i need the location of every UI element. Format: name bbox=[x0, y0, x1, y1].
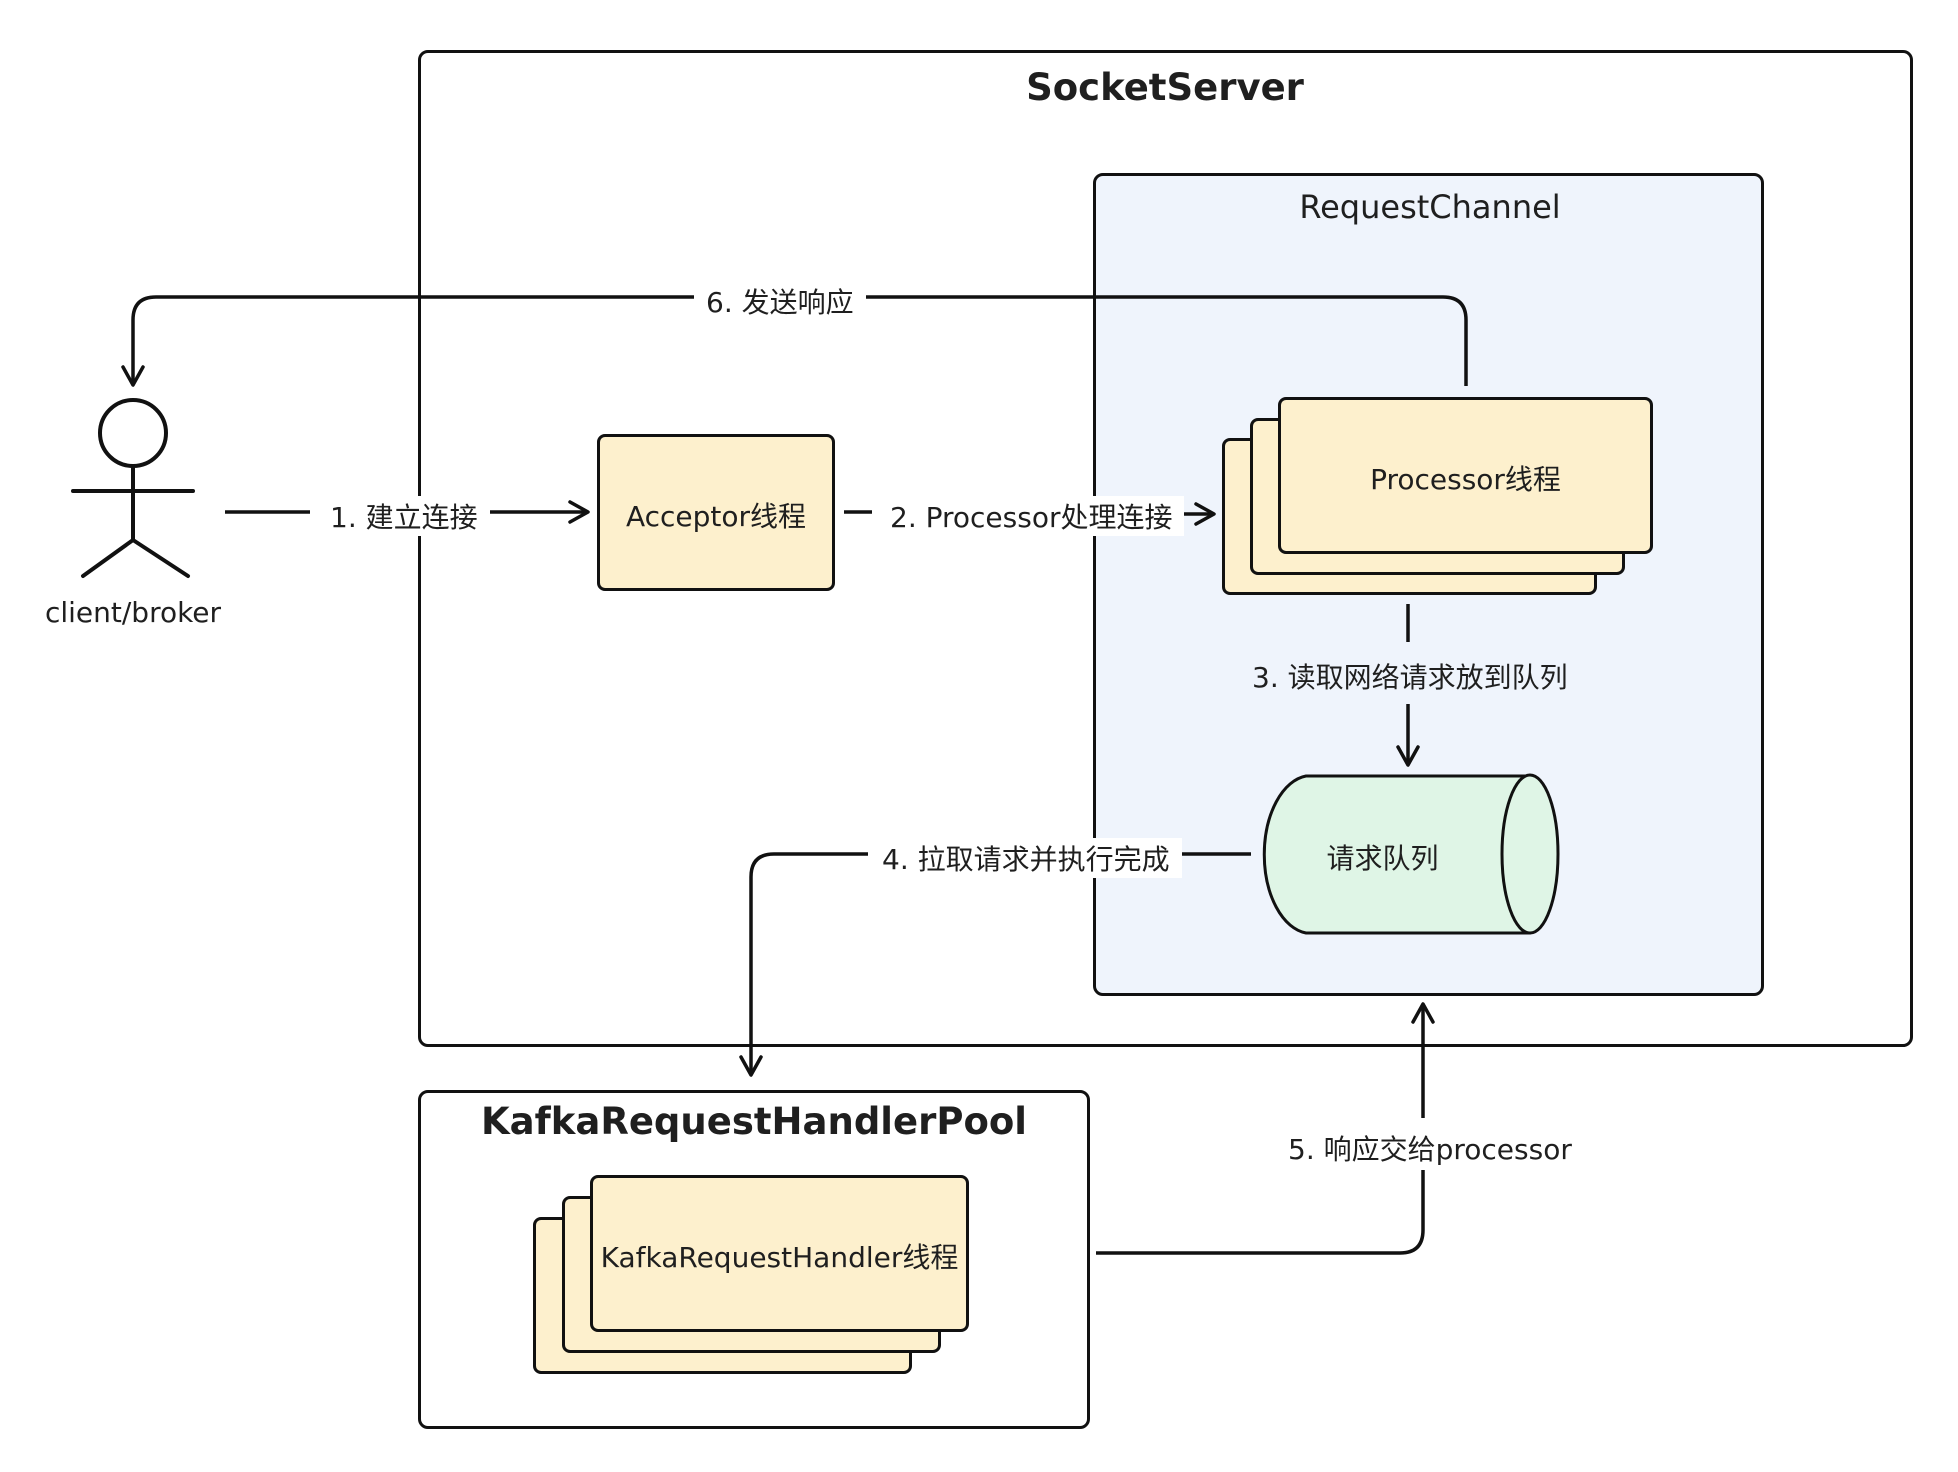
edge-2-label: 2. Processor处理连接 bbox=[878, 496, 1185, 536]
processor-node[interactable] bbox=[1278, 397, 1653, 554]
actor-label: client/broker bbox=[44, 596, 222, 629]
edge-4-connector bbox=[739, 852, 1251, 1077]
request-queue-cylinder[interactable] bbox=[1262, 773, 1560, 935]
client-broker-actor-icon[interactable] bbox=[71, 398, 195, 578]
socket-server-title: SocketServer bbox=[1026, 66, 1304, 109]
acceptor-node[interactable] bbox=[597, 434, 835, 591]
edge-2-connector bbox=[844, 502, 1216, 526]
handler-label: KafkaRequestHandler线程 bbox=[600, 1241, 959, 1274]
edge-4-label: 4. 拉取请求并执行完成 bbox=[870, 838, 1182, 878]
edge-1-label: 1. 建立连接 bbox=[318, 496, 490, 536]
edge-3-label: 3. 读取网络请求放到队列 bbox=[1240, 656, 1580, 696]
queue-label: 请求队列 bbox=[1326, 842, 1439, 875]
edge-6-label: 6. 发送响应 bbox=[694, 281, 866, 321]
edge-5-connector bbox=[1096, 1002, 1435, 1255]
acceptor-label: Acceptor线程 bbox=[625, 500, 807, 533]
edge-6-connector bbox=[121, 295, 1468, 387]
handler-pool-title: KafkaRequestHandlerPool bbox=[481, 1100, 1027, 1143]
edge-5-label: 5. 响应交给processor bbox=[1276, 1128, 1584, 1168]
request-channel-title: RequestChannel bbox=[1299, 188, 1561, 226]
handler-node[interactable] bbox=[590, 1175, 969, 1332]
processor-label: Processor线程 bbox=[1370, 463, 1561, 496]
